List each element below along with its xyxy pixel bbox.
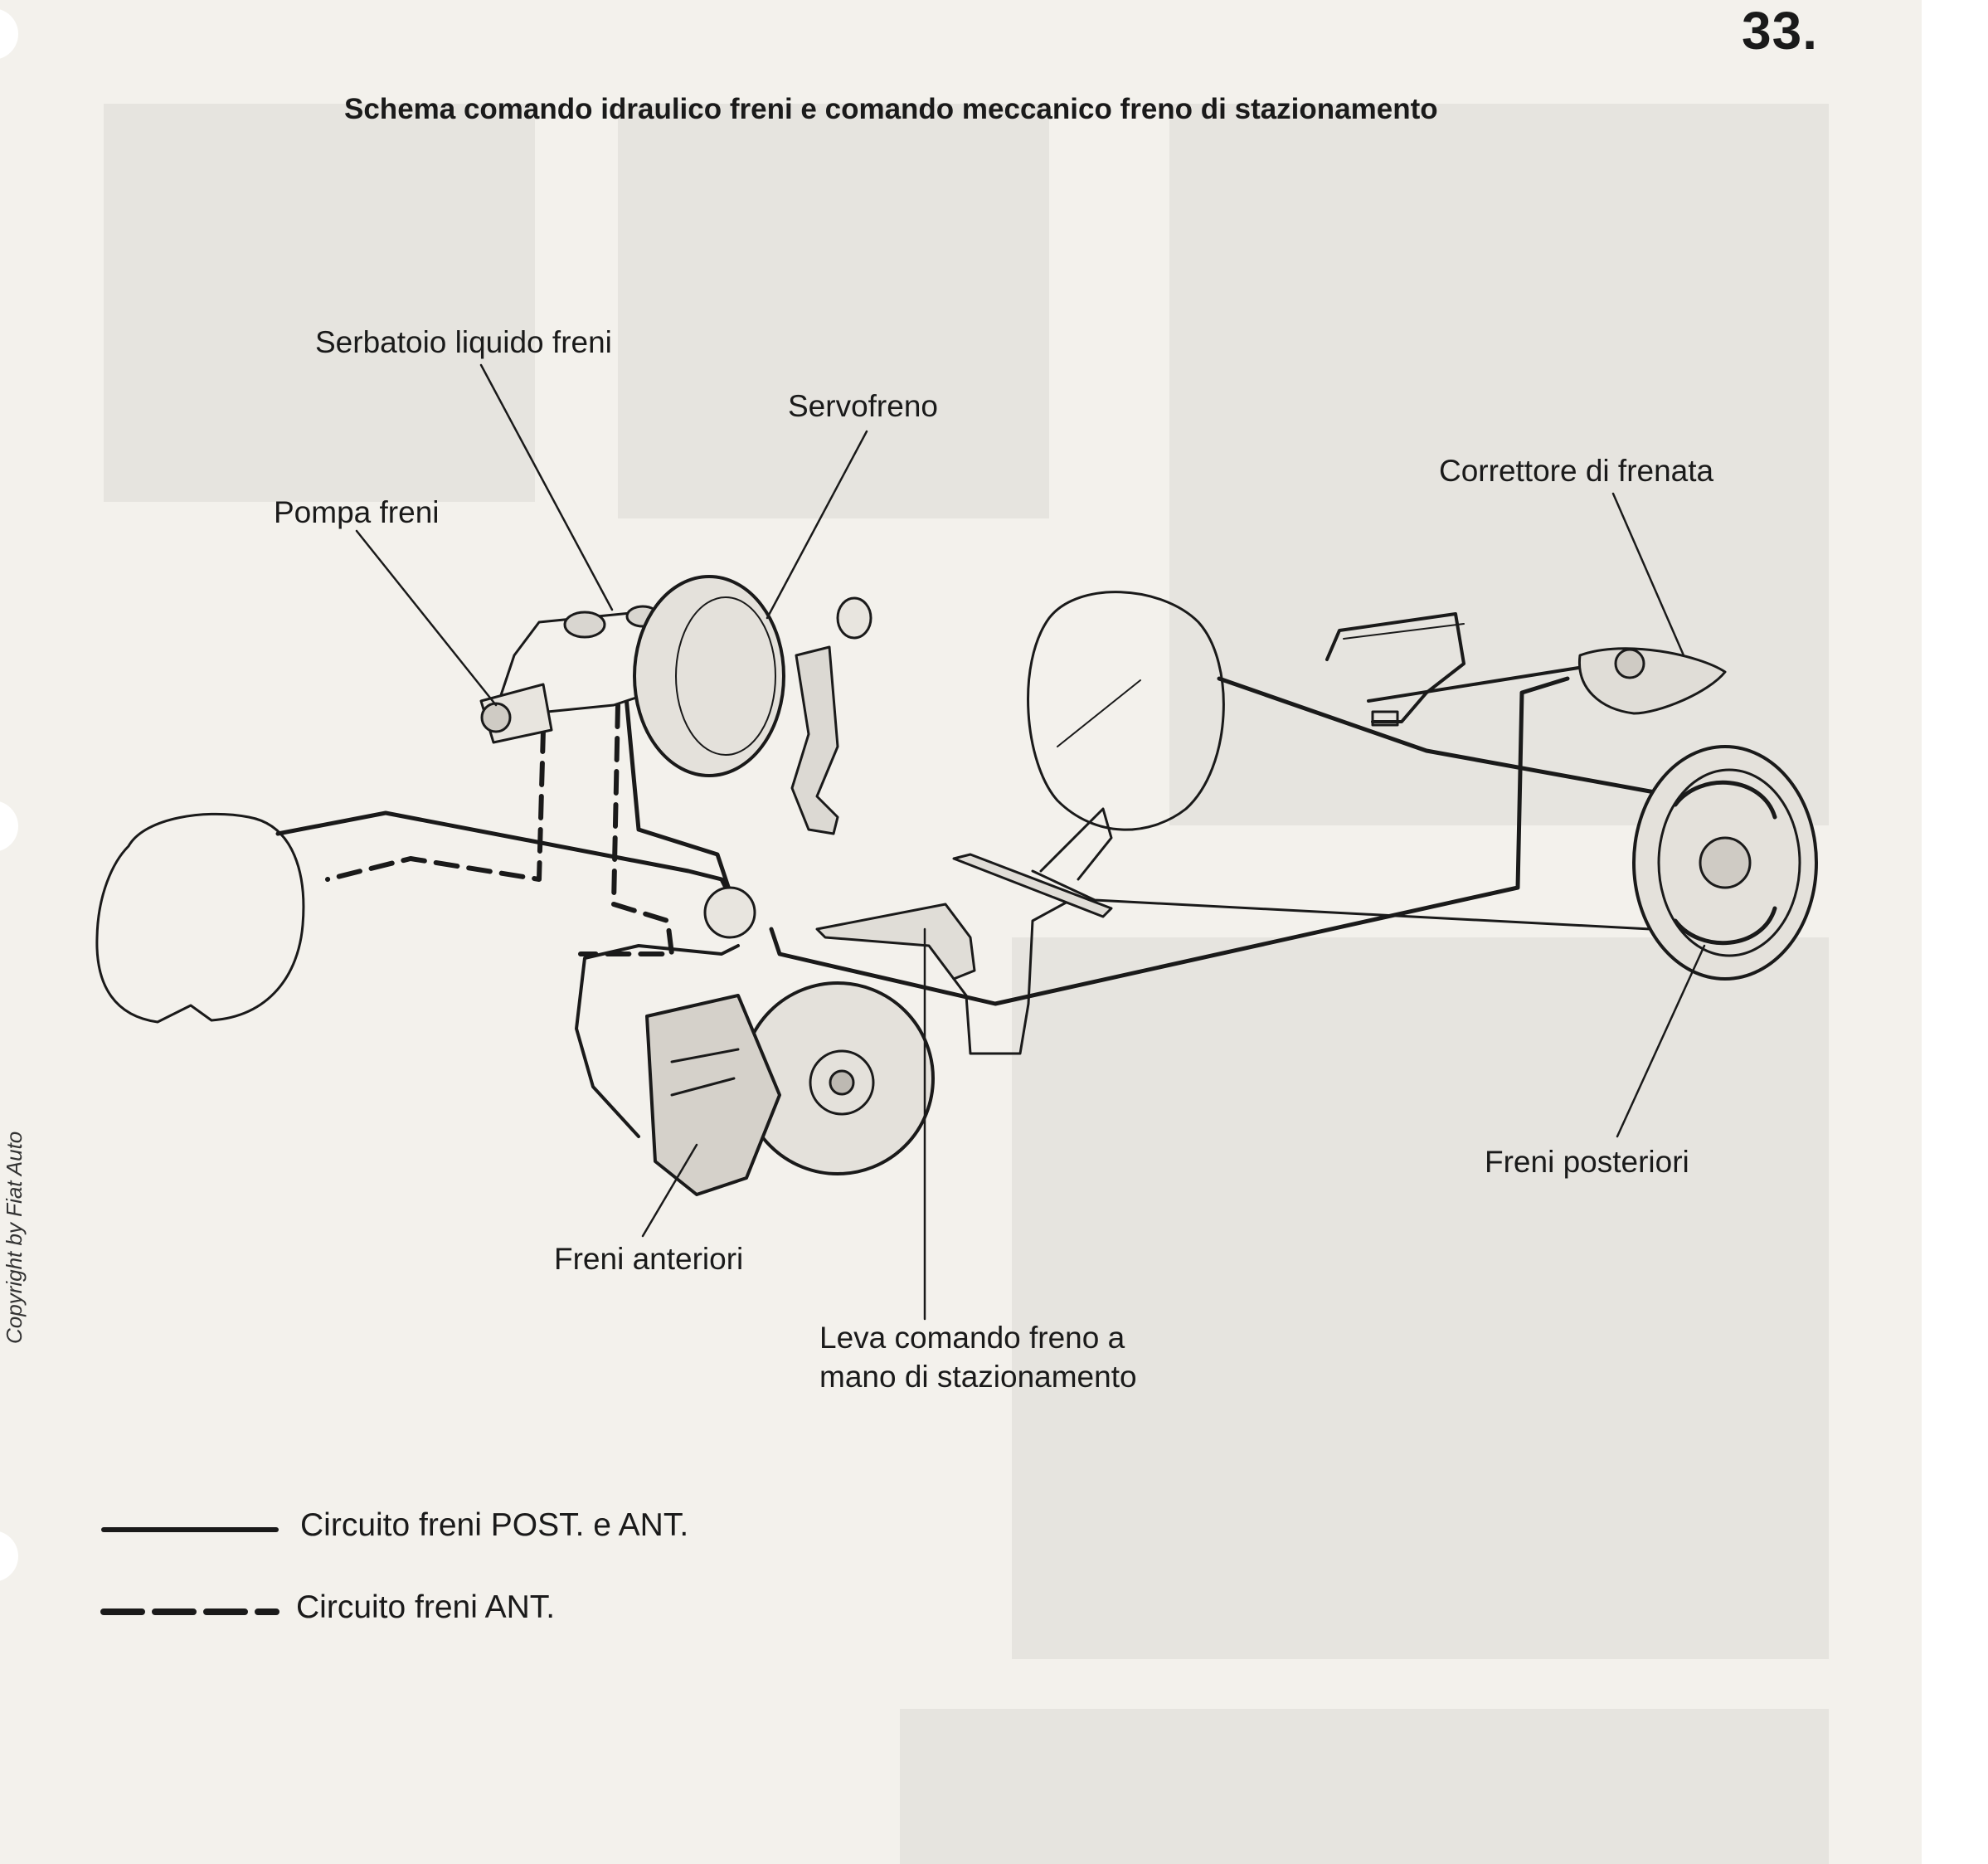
caliper-detail: [670, 1048, 740, 1097]
pump-end-cap: [480, 702, 512, 733]
label-servofreno: Servofreno: [788, 389, 938, 423]
solid-brake-line-to-rear: [769, 676, 1570, 1006]
solid-brake-line-corrector: [1367, 662, 1606, 703]
leader-pompa: [355, 529, 498, 707]
label-pompa-freni: Pompa freni: [274, 495, 440, 529]
solid-brake-line-master: [624, 694, 736, 907]
leader-servofreno: [766, 430, 868, 620]
handbrake-cable-front: [952, 894, 1080, 1055]
handbrake-cable-rear: [1031, 869, 1652, 931]
legend-solid-text: Circuito freni POST. e ANT.: [300, 1507, 689, 1543]
label-freni-posteriori: Freni posteriori: [1485, 1145, 1689, 1179]
binder-hole-bottom: [0, 1531, 18, 1582]
servo-booster-ring: [675, 596, 776, 756]
line-clip: [1371, 710, 1399, 727]
rear-brake-backplate: [1657, 768, 1801, 957]
dashed-brake-line-2: [578, 703, 674, 956]
corrector-body: [1614, 648, 1645, 679]
pedal-pivot: [836, 596, 872, 640]
brake-corrector: [1577, 647, 1727, 715]
handbrake-equaliser: [952, 853, 1113, 918]
rear-brake-shoes: [1673, 780, 1777, 946]
label-correttore-di-frenata: Correttore di frenata: [1439, 454, 1714, 488]
solid-brake-line-upper: [1217, 676, 1657, 795]
dashed-brake-line-1: [325, 728, 546, 882]
corrector-linkage-rod: [1325, 612, 1465, 723]
ghost-panel-bottom-small: [900, 1709, 1829, 1864]
front-brake-spindle: [829, 1069, 855, 1096]
ghost-panel-top-left: [104, 104, 535, 502]
ghost-panel-top-right: [1169, 104, 1829, 825]
solid-brake-line-front: [575, 944, 740, 1138]
leader-serbatoio: [479, 363, 614, 611]
front-brake-hub: [809, 1049, 875, 1116]
servo-booster: [633, 575, 785, 777]
rear-brake-hub: [1699, 836, 1752, 889]
page-number: 33.: [1742, 1, 1818, 61]
label-freni-anteriori: Freni anteriori: [554, 1242, 744, 1276]
reservoir-cap-large: [563, 611, 606, 639]
leader-correttore: [1611, 492, 1685, 657]
page-edge-strip: [1922, 0, 1988, 1864]
corrector-linkage-rod-2: [1343, 623, 1465, 640]
label-leva-line2: mano di stazionamento: [819, 1360, 1137, 1394]
left-wheel-outline: [95, 812, 305, 1024]
spare-wheel-outline: [1027, 591, 1225, 831]
label-serbatoio-liquido-freni: Serbatoio liquido freni: [315, 325, 612, 359]
spare-wheel-mark: [1057, 679, 1141, 747]
solid-brake-line-left: [275, 810, 736, 907]
leader-freni-posteriori: [1616, 944, 1706, 1138]
ghost-panel-bottom-right: [1012, 937, 1829, 1659]
junction-valve: [703, 886, 756, 939]
front-brake-caliper: [645, 994, 781, 1196]
handbrake-lever: [815, 903, 976, 981]
binder-hole-middle: [0, 801, 18, 852]
label-leva-line1: Leva comando freno a: [819, 1321, 1125, 1355]
spare-wheel-bracket: [1039, 807, 1113, 881]
ghost-panel-top-middle: [618, 104, 1049, 518]
leader-freni-anteriori: [641, 1143, 698, 1238]
binder-hole-top: [0, 8, 18, 60]
brake-pedal: [790, 645, 839, 835]
legend-dashed-text: Circuito freni ANT.: [296, 1589, 556, 1625]
page-title: Schema comando idraulico freni e comando…: [344, 93, 1438, 125]
copyright-note: Copyright by Fiat Auto: [2, 1131, 27, 1344]
